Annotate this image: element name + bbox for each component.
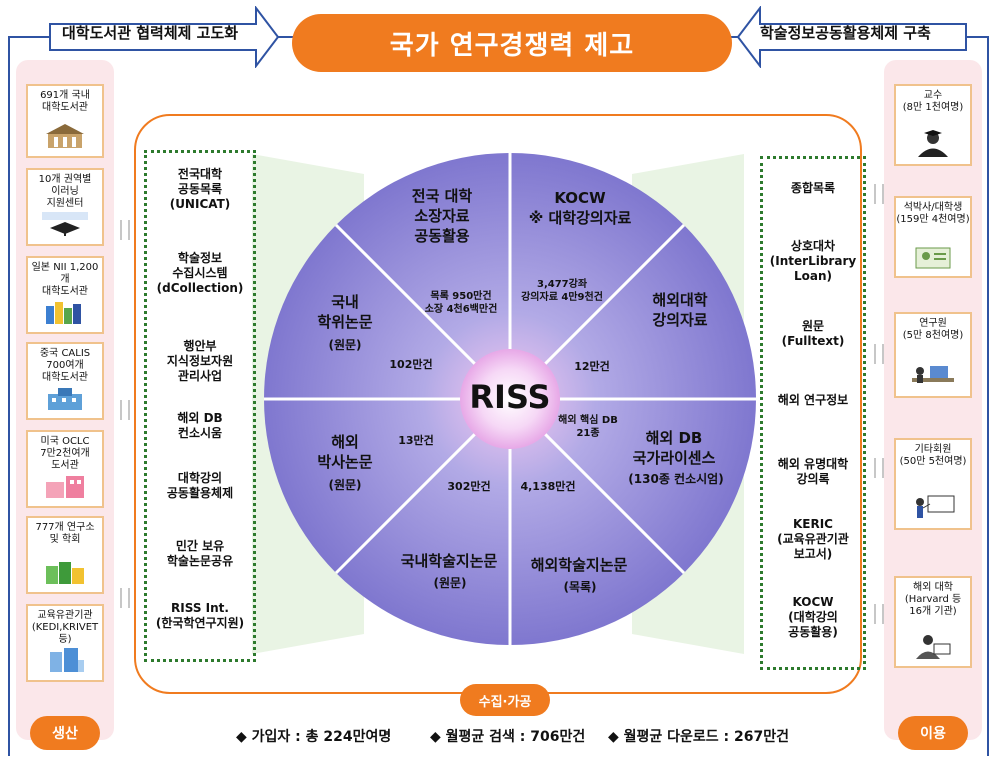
- segment-top-left-title: 전국 대학 소장자료 공동활용: [411, 187, 473, 245]
- frame-right-line: [987, 36, 989, 756]
- producer-card: 일본 NII 1,200개 대학도서관: [26, 256, 104, 334]
- cyber-univ-logo-icon: [42, 212, 88, 236]
- segment-right-upper-title: 해외대학 강의자료: [652, 291, 708, 329]
- list-item: 원문 (Fulltext): [781, 319, 845, 348]
- user-card: 기타회원 (50만 5천여명): [894, 438, 972, 530]
- connector-icon: [874, 458, 884, 478]
- producer-card-label: 10개 권역별 이러닝 지원센터: [38, 174, 92, 209]
- list-item: 해외 유명대학 강의록: [777, 457, 849, 486]
- segment-bottom-left-sub: (원문): [433, 576, 467, 590]
- stat-foreign-journals: 4,138만건: [520, 480, 576, 493]
- presenter-icon: [916, 495, 955, 518]
- list-item: 해외 DB 컨소시움: [177, 411, 223, 440]
- list-item: 해외 연구정보: [777, 393, 849, 407]
- stat-lectures: 3,477강좌 강의자료 4만9천건: [521, 279, 603, 303]
- students-icon: [915, 247, 951, 269]
- segment-left-upper-title: 국내 학위논문: [317, 293, 373, 331]
- use-pill: 이용: [898, 716, 968, 750]
- producer-card: 777개 연구소 및 학회: [26, 516, 104, 594]
- list-item: 종합목록: [790, 181, 836, 195]
- stat-foreign-phd: 13만건: [398, 434, 434, 447]
- connector-icon: [120, 400, 130, 420]
- list-item: KOCW (대학강의 공동활용): [788, 595, 838, 639]
- segment-left-upper-sub: (원문): [328, 338, 362, 352]
- collect-process-pill: 수집·가공: [460, 684, 550, 716]
- user-card-label: 해외 대학 (Harvard 등 16개 기관): [904, 582, 962, 617]
- connector-icon: [874, 604, 884, 624]
- stat-domestic-journals: 302만건: [447, 480, 491, 493]
- connector-icon: [874, 344, 884, 364]
- list-item: 대학강의 공동활용체제: [166, 471, 234, 500]
- stat-foreign-db: 해외 핵심 DB 21종: [558, 415, 618, 439]
- producer-card-label: 777개 연구소 및 학회: [35, 522, 95, 545]
- right-arrow-banner: [736, 6, 967, 68]
- page-title: 국가 연구경쟁력 제고: [292, 14, 732, 72]
- user-card: 교수 (8만 1천여명): [894, 84, 972, 166]
- stat-subscribers: ◆ 가입자 : 총 224만여명: [236, 729, 392, 745]
- services-list: 종합목록 상호대차 (InterLibrary Loan) 원문 (Fullte…: [760, 156, 866, 670]
- connector-icon: [120, 220, 130, 240]
- producer-card-label: 691개 국내 대학도서관: [40, 90, 90, 113]
- collection-sources-list: 전국대학 공동목록 (UNICAT) 학술정보 수집시스템 (dCollecti…: [144, 150, 256, 662]
- segment-bottom-right-title: 해외학술지논문: [530, 556, 628, 574]
- producer-card-label: 중국 CALIS 700여개 대학도서관: [39, 348, 91, 383]
- list-item: RISS Int. (한국학연구지원): [155, 601, 245, 630]
- segment-bottom-right-sub: (목록): [563, 580, 597, 594]
- list-item: 학술정보 수집시스템 (dCollection): [156, 251, 244, 295]
- producer-card-label: 일본 NII 1,200개 대학도서관: [31, 262, 99, 297]
- left-arrow-text: 대학도서관 협력체제 고도화: [62, 24, 239, 42]
- riss-wheel: [252, 153, 756, 654]
- tower-building-icon: [50, 648, 84, 672]
- building-icon: [48, 388, 82, 410]
- professor-icon: [918, 130, 948, 157]
- stat-monthly-download: ◆ 월평균 다운로드 : 267만건: [608, 729, 790, 745]
- segment-right-lower-sub: (130종 컨소시엄): [628, 472, 724, 486]
- books-icon: [46, 302, 81, 324]
- user-card: 연구원 (5만 8천여명): [894, 312, 972, 398]
- producer-card-label: 교육유관기관 (KEDI,KRIVET 등): [31, 610, 99, 645]
- graduation-building-icon: [46, 124, 84, 148]
- list-item: 상호대차 (InterLibrary Loan): [769, 239, 857, 283]
- user-card-label: 기타회원 (50만 5천여명): [899, 444, 967, 467]
- user-card-label: 교수 (8만 1천여명): [902, 90, 964, 113]
- producer-card: 교육유관기관 (KEDI,KRIVET 등): [26, 604, 104, 682]
- produce-pill: 생산: [30, 716, 100, 750]
- list-item: 전국대학 공동목록 (UNICAT): [169, 167, 231, 211]
- left-arrow-banner: [49, 6, 280, 68]
- list-item: 행안부 지식정보자원 관리사업: [166, 339, 234, 383]
- stat-monthly-search: ◆ 월평균 검색 : 706만건: [430, 729, 586, 745]
- connector-icon: [874, 184, 884, 204]
- right-arrow-text: 학술정보공동활용체제 구축: [760, 24, 931, 42]
- list-item: 민간 보유 학술논문공유: [166, 539, 234, 568]
- producer-card: 미국 OCLC 7만2천여개 도서관: [26, 430, 104, 508]
- producer-card-label: 미국 OCLC 7만2천여개 도서관: [40, 436, 90, 471]
- riss-core: [460, 349, 560, 449]
- producer-card: 691개 국내 대학도서관: [26, 84, 104, 158]
- frame-left-line: [8, 36, 10, 756]
- researcher-icon: [912, 366, 954, 383]
- pink-building-icon: [46, 476, 84, 498]
- producer-card: 10개 권역별 이러닝 지원센터: [26, 168, 104, 246]
- stat-holdings: 목록 950만건 소장 4천6백만건: [424, 291, 498, 315]
- list-item: KERIC (교육유관기관 보고서): [777, 517, 849, 561]
- segment-right-lower-title: 해외 DB 국가라이센스: [632, 429, 716, 467]
- segment-top-right-title: KOCW ※ 대학강의자료: [528, 189, 632, 227]
- connector-icon: [120, 588, 130, 608]
- user-card: 석박사/대학생 (159만 4천여명): [894, 196, 972, 278]
- segment-bottom-left-title: 국내학술지논문: [400, 552, 498, 570]
- stat-domestic-thesis: 102만건: [389, 358, 433, 371]
- user-card: 해외 대학 (Harvard 등 16개 기관): [894, 576, 972, 668]
- green-building-icon: [46, 562, 84, 584]
- producer-card: 중국 CALIS 700여개 대학도서관: [26, 342, 104, 420]
- segment-left-lower-sub: (원문): [328, 478, 362, 492]
- user-card-label: 연구원 (5만 8천여명): [902, 318, 964, 341]
- stat-foreign-lectures: 12만건: [574, 360, 610, 373]
- segment-left-lower-title: 해외 박사논문: [317, 433, 373, 471]
- user-card-label: 석박사/대학생 (159만 4천여명): [896, 202, 970, 225]
- reader-icon: [916, 635, 951, 659]
- riss-center-label: RISS: [469, 378, 551, 416]
